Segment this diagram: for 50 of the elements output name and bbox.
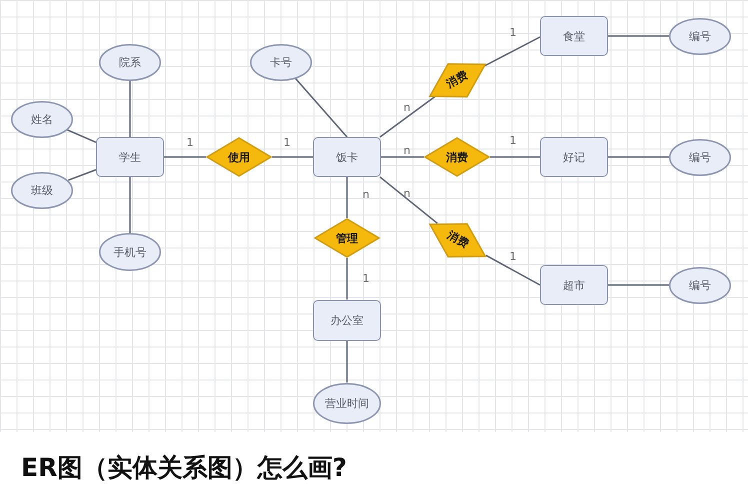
connector-line <box>380 176 438 224</box>
connector-line <box>346 177 348 218</box>
connector-line <box>608 284 669 286</box>
attribute-ellipse: 营业时间 <box>313 382 381 424</box>
connector-line <box>294 78 348 138</box>
cardinality-label: n <box>404 102 410 114</box>
attribute-ellipse: 手机号 <box>99 233 161 271</box>
connector-line <box>380 96 436 138</box>
cardinality-label: n <box>404 145 410 157</box>
cardinality-label: 1 <box>284 137 290 149</box>
cardinality-label: 1 <box>510 251 516 263</box>
connector-line <box>608 35 669 37</box>
entity-box: 办公室 <box>313 300 381 340</box>
entity-box: 超市 <box>540 265 608 305</box>
connector-line <box>66 129 96 143</box>
cardinality-label: 1 <box>510 27 516 39</box>
attribute-ellipse: 院系 <box>99 44 161 80</box>
relationship-diamond: 消费 <box>428 222 488 258</box>
connector-line <box>608 156 669 158</box>
cardinality-label: 1 <box>510 135 516 147</box>
connector-line <box>486 254 540 286</box>
attribute-ellipse: 姓名 <box>11 100 73 138</box>
title: ER图（实体关系图）怎么画? <box>21 452 347 484</box>
entity-box: 好记 <box>540 137 608 177</box>
relationship-diamond: 管理 <box>313 217 381 259</box>
connector-line <box>490 156 540 158</box>
connector-line <box>381 156 424 158</box>
attribute-ellipse: 卡号 <box>250 44 312 80</box>
relationship-diamond: 消费 <box>423 136 491 178</box>
cardinality-label: 1 <box>362 273 370 285</box>
entity-box: 食堂 <box>540 16 608 56</box>
connector-line <box>346 258 348 300</box>
attribute-ellipse: 编号 <box>669 18 731 54</box>
cardinality-label: n <box>404 188 410 200</box>
cardinality-label: n <box>362 189 370 201</box>
attribute-ellipse: 编号 <box>669 266 731 304</box>
connector-line <box>272 156 313 158</box>
relationship-diamond: 消费 <box>428 62 488 98</box>
entity-box: 饭卡 <box>313 137 381 177</box>
connector-line <box>164 156 206 158</box>
connector-line <box>346 340 348 382</box>
connector-line <box>68 169 96 181</box>
entity-box: 学生 <box>96 137 164 177</box>
relationship-diamond: 使用 <box>205 136 273 178</box>
attribute-ellipse: 编号 <box>669 138 731 176</box>
connector-line <box>129 80 131 137</box>
connector-line <box>484 36 540 66</box>
connector-line <box>129 177 131 233</box>
cardinality-label: 1 <box>186 137 194 149</box>
attribute-ellipse: 班级 <box>11 172 73 208</box>
